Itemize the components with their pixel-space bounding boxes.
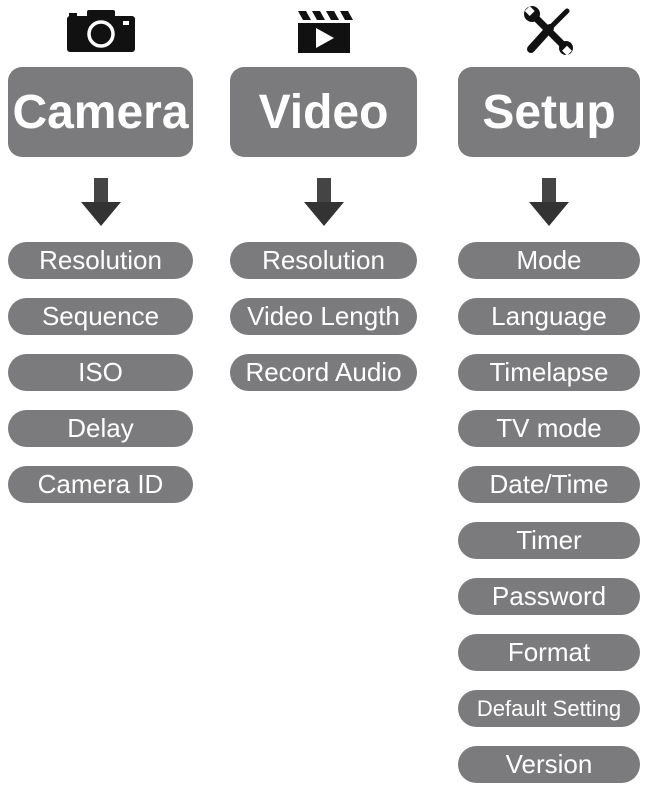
video-header: Video bbox=[230, 67, 417, 157]
setup-items: Mode Language Timelapse TV mode Date/Tim… bbox=[458, 242, 640, 802]
setup-item-timer: Timer bbox=[458, 522, 640, 559]
camera-item-iso: ISO bbox=[8, 354, 193, 391]
down-arrow-icon bbox=[80, 178, 121, 226]
setup-item-language: Language bbox=[458, 298, 640, 335]
setup-item-password: Password bbox=[458, 578, 640, 615]
video-item-resolution: Resolution bbox=[230, 242, 417, 279]
setup-item-format: Format bbox=[458, 634, 640, 671]
down-arrow-icon bbox=[529, 178, 569, 226]
camera-items: Resolution Sequence ISO Delay Camera ID bbox=[8, 242, 193, 522]
video-item-record-audio: Record Audio bbox=[230, 354, 417, 391]
camera-item-camera-id: Camera ID bbox=[8, 466, 193, 503]
setup-item-tv-mode: TV mode bbox=[458, 410, 640, 447]
video-item-video-length: Video Length bbox=[230, 298, 417, 335]
camera-header: Camera bbox=[8, 67, 193, 157]
setup-item-timelapse: Timelapse bbox=[458, 354, 640, 391]
camera-icon bbox=[61, 6, 141, 56]
setup-header: Setup bbox=[458, 67, 640, 157]
camera-item-sequence: Sequence bbox=[8, 298, 193, 335]
tools-icon bbox=[509, 6, 589, 56]
setup-item-mode: Mode bbox=[458, 242, 640, 279]
down-arrow-icon bbox=[303, 178, 344, 226]
camera-item-delay: Delay bbox=[8, 410, 193, 447]
clapperboard-icon bbox=[284, 6, 364, 56]
video-items: Resolution Video Length Record Audio bbox=[230, 242, 417, 410]
setup-item-date-time: Date/Time bbox=[458, 466, 640, 503]
camera-item-resolution: Resolution bbox=[8, 242, 193, 279]
setup-item-version: Version bbox=[458, 746, 640, 783]
setup-item-default-setting: Default Setting bbox=[458, 690, 640, 727]
